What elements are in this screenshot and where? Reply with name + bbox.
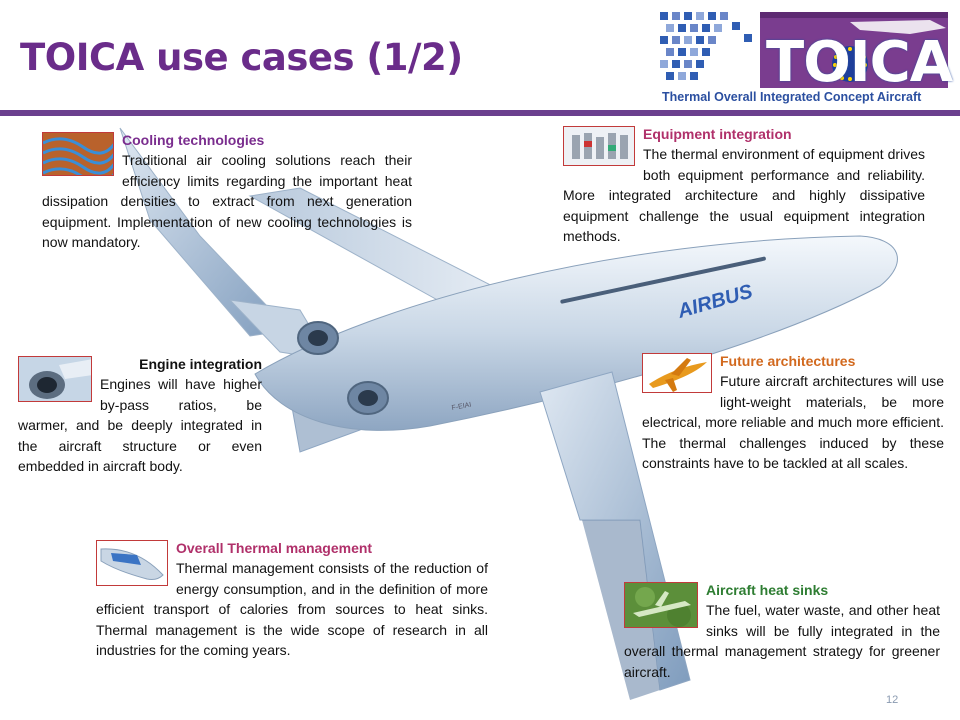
thermal-title: Overall Thermal management (176, 540, 373, 556)
cooling-thumbnail (42, 132, 114, 176)
registration-mark: F-EIAI (451, 402, 472, 412)
slide-title: TOICA use cases (1/2) (20, 36, 463, 79)
engine-text: Engines will have higher by-pass ratios,… (18, 376, 262, 474)
engine-title: Engine integration (139, 356, 262, 372)
cooling-section: Cooling technologies Traditional air coo… (42, 130, 412, 253)
logo-wordmark: TOICA (766, 30, 953, 95)
aircraft-illustration: AIRBUS F-EIAI (119, 127, 898, 700)
logo-subtitle: Thermal Overall Integrated Concept Aircr… (662, 90, 922, 104)
page-number: 12 (886, 694, 899, 706)
future-thumbnail (642, 353, 712, 393)
cooling-text: Traditional air cooling solutions reach … (42, 152, 412, 250)
equipment-thumbnail (563, 126, 635, 166)
engine-section: Engine integration Engines will have hig… (18, 354, 262, 477)
toica-logo (660, 12, 948, 88)
future-section: Future architectures Future aircraft arc… (642, 351, 944, 474)
future-text: Future aircraft architectures will use l… (642, 373, 944, 471)
heatsinks-text: The fuel, water waste, and other heat si… (624, 602, 940, 680)
equipment-text: The thermal environment of equipment dri… (563, 146, 925, 244)
cooling-title: Cooling technologies (122, 132, 265, 148)
thermal-section: Overall Thermal management Thermal manag… (96, 538, 488, 661)
heatsinks-thumbnail (624, 582, 698, 628)
title-divider (0, 110, 960, 116)
engine-thumbnail (18, 356, 92, 402)
equipment-section: Equipment integration The thermal enviro… (563, 124, 925, 247)
heatsinks-title: Aircraft heat sinks (706, 582, 829, 598)
thermal-thumbnail (96, 540, 168, 586)
equipment-title: Equipment integration (643, 126, 792, 142)
future-title: Future architectures (720, 353, 856, 369)
heatsinks-section: Aircraft heat sinks The fuel, water wast… (624, 580, 940, 682)
thermal-text: Thermal management consists of the reduc… (96, 560, 488, 658)
